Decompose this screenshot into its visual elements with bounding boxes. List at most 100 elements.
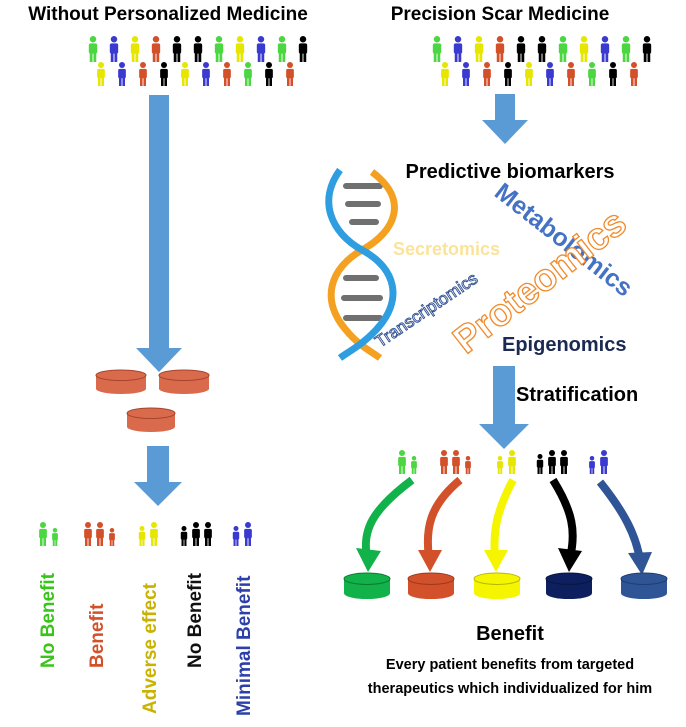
person-icon xyxy=(440,450,448,474)
person-icon xyxy=(193,36,203,62)
benefit-description-line-2: therapeutics which individualized for hi… xyxy=(368,681,652,697)
person-icon xyxy=(525,62,533,86)
person-icon xyxy=(138,526,146,546)
person-icon xyxy=(465,456,471,474)
outcome-label-no-benefit-2: No Benefit xyxy=(185,572,206,668)
person-icon xyxy=(548,450,556,474)
curved-arrow-icon xyxy=(596,479,652,575)
left-outcome-groups xyxy=(39,522,252,546)
person-icon xyxy=(609,62,617,86)
left-title: Without Personalized Medicine xyxy=(28,4,308,25)
omics-secretomics: Secretomics xyxy=(393,239,500,259)
person-icon xyxy=(452,450,460,474)
person-icon xyxy=(52,528,58,546)
person-icon xyxy=(244,522,252,546)
pill-icon xyxy=(545,572,593,600)
curved-arrow-icon xyxy=(484,478,517,572)
person-icon xyxy=(298,36,308,62)
person-icon xyxy=(441,62,449,86)
left-population-crowd xyxy=(88,36,308,86)
curved-arrows xyxy=(356,476,652,575)
pill-icon xyxy=(95,369,147,394)
svg-text:Adverse effect: Adverse effect xyxy=(140,582,161,714)
curved-arrow-icon xyxy=(549,477,582,572)
person-icon xyxy=(172,36,182,62)
person-icon xyxy=(432,36,442,62)
person-icon xyxy=(567,62,575,86)
person-icon xyxy=(109,528,115,546)
svg-text:Minimal Benefit: Minimal Benefit xyxy=(234,575,255,716)
person-icon xyxy=(621,36,631,62)
person-icon xyxy=(495,36,505,62)
person-icon xyxy=(589,456,595,474)
person-icon xyxy=(411,456,417,474)
svg-text:No Benefit: No Benefit xyxy=(185,572,206,668)
person-icon xyxy=(39,522,47,546)
pill-icon xyxy=(343,572,391,600)
predictive-biomarkers-label: Predictive biomarkers xyxy=(406,161,615,183)
person-icon xyxy=(151,36,161,62)
person-icon xyxy=(453,36,463,62)
right-title: Precision Scar Medicine xyxy=(391,4,610,25)
pill-icon xyxy=(126,407,176,432)
outcome-label-no-benefit-1: No Benefit xyxy=(38,572,59,668)
person-icon xyxy=(192,522,200,546)
person-icon xyxy=(508,450,516,474)
omics-epigenomics: Epigenomics xyxy=(502,334,626,356)
person-icon xyxy=(244,62,252,86)
person-icon xyxy=(642,36,652,62)
right-population-crowd xyxy=(432,36,652,86)
person-icon xyxy=(202,62,210,86)
person-icon xyxy=(88,36,98,62)
person-icon xyxy=(474,36,484,62)
targeted-drug-pills xyxy=(343,572,668,600)
left-drug-pills xyxy=(95,369,210,432)
curved-arrow-icon xyxy=(356,476,415,572)
person-icon xyxy=(483,62,491,86)
stratification-label: Stratification xyxy=(516,384,638,406)
person-icon xyxy=(537,36,547,62)
person-icon xyxy=(560,450,568,474)
person-icon xyxy=(497,456,503,474)
person-icon xyxy=(265,62,273,86)
pill-icon xyxy=(473,572,521,600)
down-arrow-icon xyxy=(482,94,528,144)
person-icon xyxy=(204,522,212,546)
person-icon xyxy=(139,62,147,86)
person-icon xyxy=(214,36,224,62)
person-icon xyxy=(84,522,92,546)
outcome-label-adverse-effect: Adverse effect xyxy=(140,582,161,714)
person-icon xyxy=(223,62,231,86)
person-icon xyxy=(118,62,126,86)
person-icon xyxy=(235,36,245,62)
down-arrow-icon xyxy=(136,95,182,372)
person-icon xyxy=(181,62,189,86)
stratified-patient-groups xyxy=(398,450,608,474)
person-icon xyxy=(286,62,294,86)
down-arrow-icon xyxy=(134,446,182,506)
pill-icon xyxy=(158,369,210,394)
person-icon xyxy=(558,36,568,62)
person-icon xyxy=(109,36,119,62)
person-icon xyxy=(546,62,554,86)
svg-text:No Benefit: No Benefit xyxy=(38,572,59,668)
person-icon xyxy=(160,62,168,86)
outcome-label-benefit: Benefit xyxy=(87,603,108,668)
pill-icon xyxy=(620,572,668,600)
person-icon xyxy=(150,522,158,546)
person-icon xyxy=(97,62,105,86)
down-arrow-icon xyxy=(479,366,529,449)
person-icon xyxy=(130,36,140,62)
outcome-label-minimal-benefit: Minimal Benefit xyxy=(234,575,255,716)
svg-text:Benefit: Benefit xyxy=(87,603,108,668)
person-icon xyxy=(462,62,470,86)
benefit-title: Benefit xyxy=(476,623,544,645)
person-icon xyxy=(600,36,610,62)
person-icon xyxy=(600,450,608,474)
dna-helix-icon xyxy=(325,167,398,361)
person-icon xyxy=(579,36,589,62)
curved-arrow-icon xyxy=(418,476,463,572)
person-icon xyxy=(96,522,104,546)
